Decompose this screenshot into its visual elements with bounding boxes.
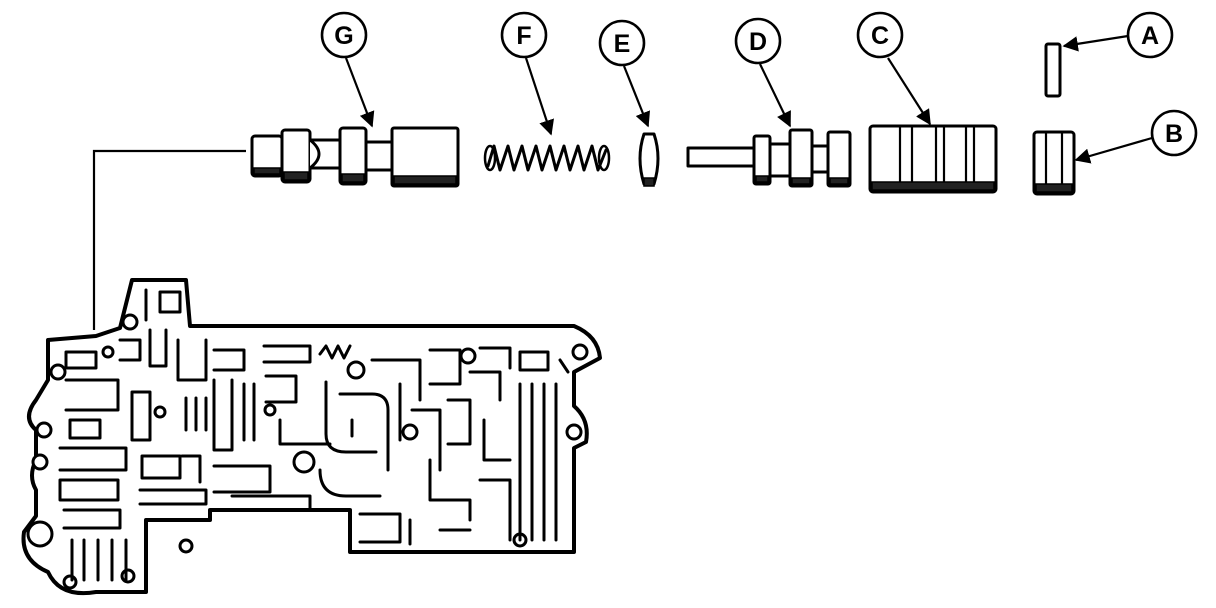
leader-g [344, 57, 375, 128]
leader-e [622, 65, 651, 128]
callout-e: E [598, 19, 646, 67]
part-d-spool [686, 128, 852, 188]
leader-c [887, 57, 931, 126]
callout-a: A [1126, 11, 1174, 59]
part-f-spring [483, 144, 611, 172]
callout-a-label: A [1141, 22, 1159, 50]
part-a-pin [1044, 42, 1062, 98]
callout-c: C [856, 11, 904, 59]
callout-e-label: E [614, 30, 631, 58]
leader-a [1062, 34, 1129, 52]
callout-f: F [500, 11, 548, 59]
bore-reference-line [92, 149, 246, 330]
part-b-plug [1032, 130, 1076, 196]
leader-f [524, 57, 554, 136]
valve-body-plate [21, 278, 602, 595]
callout-f-label: F [516, 22, 531, 50]
part-c-sleeve [868, 124, 998, 194]
callout-b-label: B [1165, 120, 1183, 148]
leader-d [759, 63, 791, 128]
callout-d: D [734, 17, 782, 65]
callout-b: B [1150, 109, 1198, 157]
callout-c-label: C [871, 22, 889, 50]
callout-d-label: D [749, 28, 767, 56]
leader-b [1074, 136, 1153, 164]
leader-lines [92, 34, 1153, 330]
part-e-clip [638, 132, 660, 187]
callout-g-label: G [334, 22, 353, 50]
callout-g: G [320, 11, 368, 59]
part-g-valve [250, 126, 460, 188]
